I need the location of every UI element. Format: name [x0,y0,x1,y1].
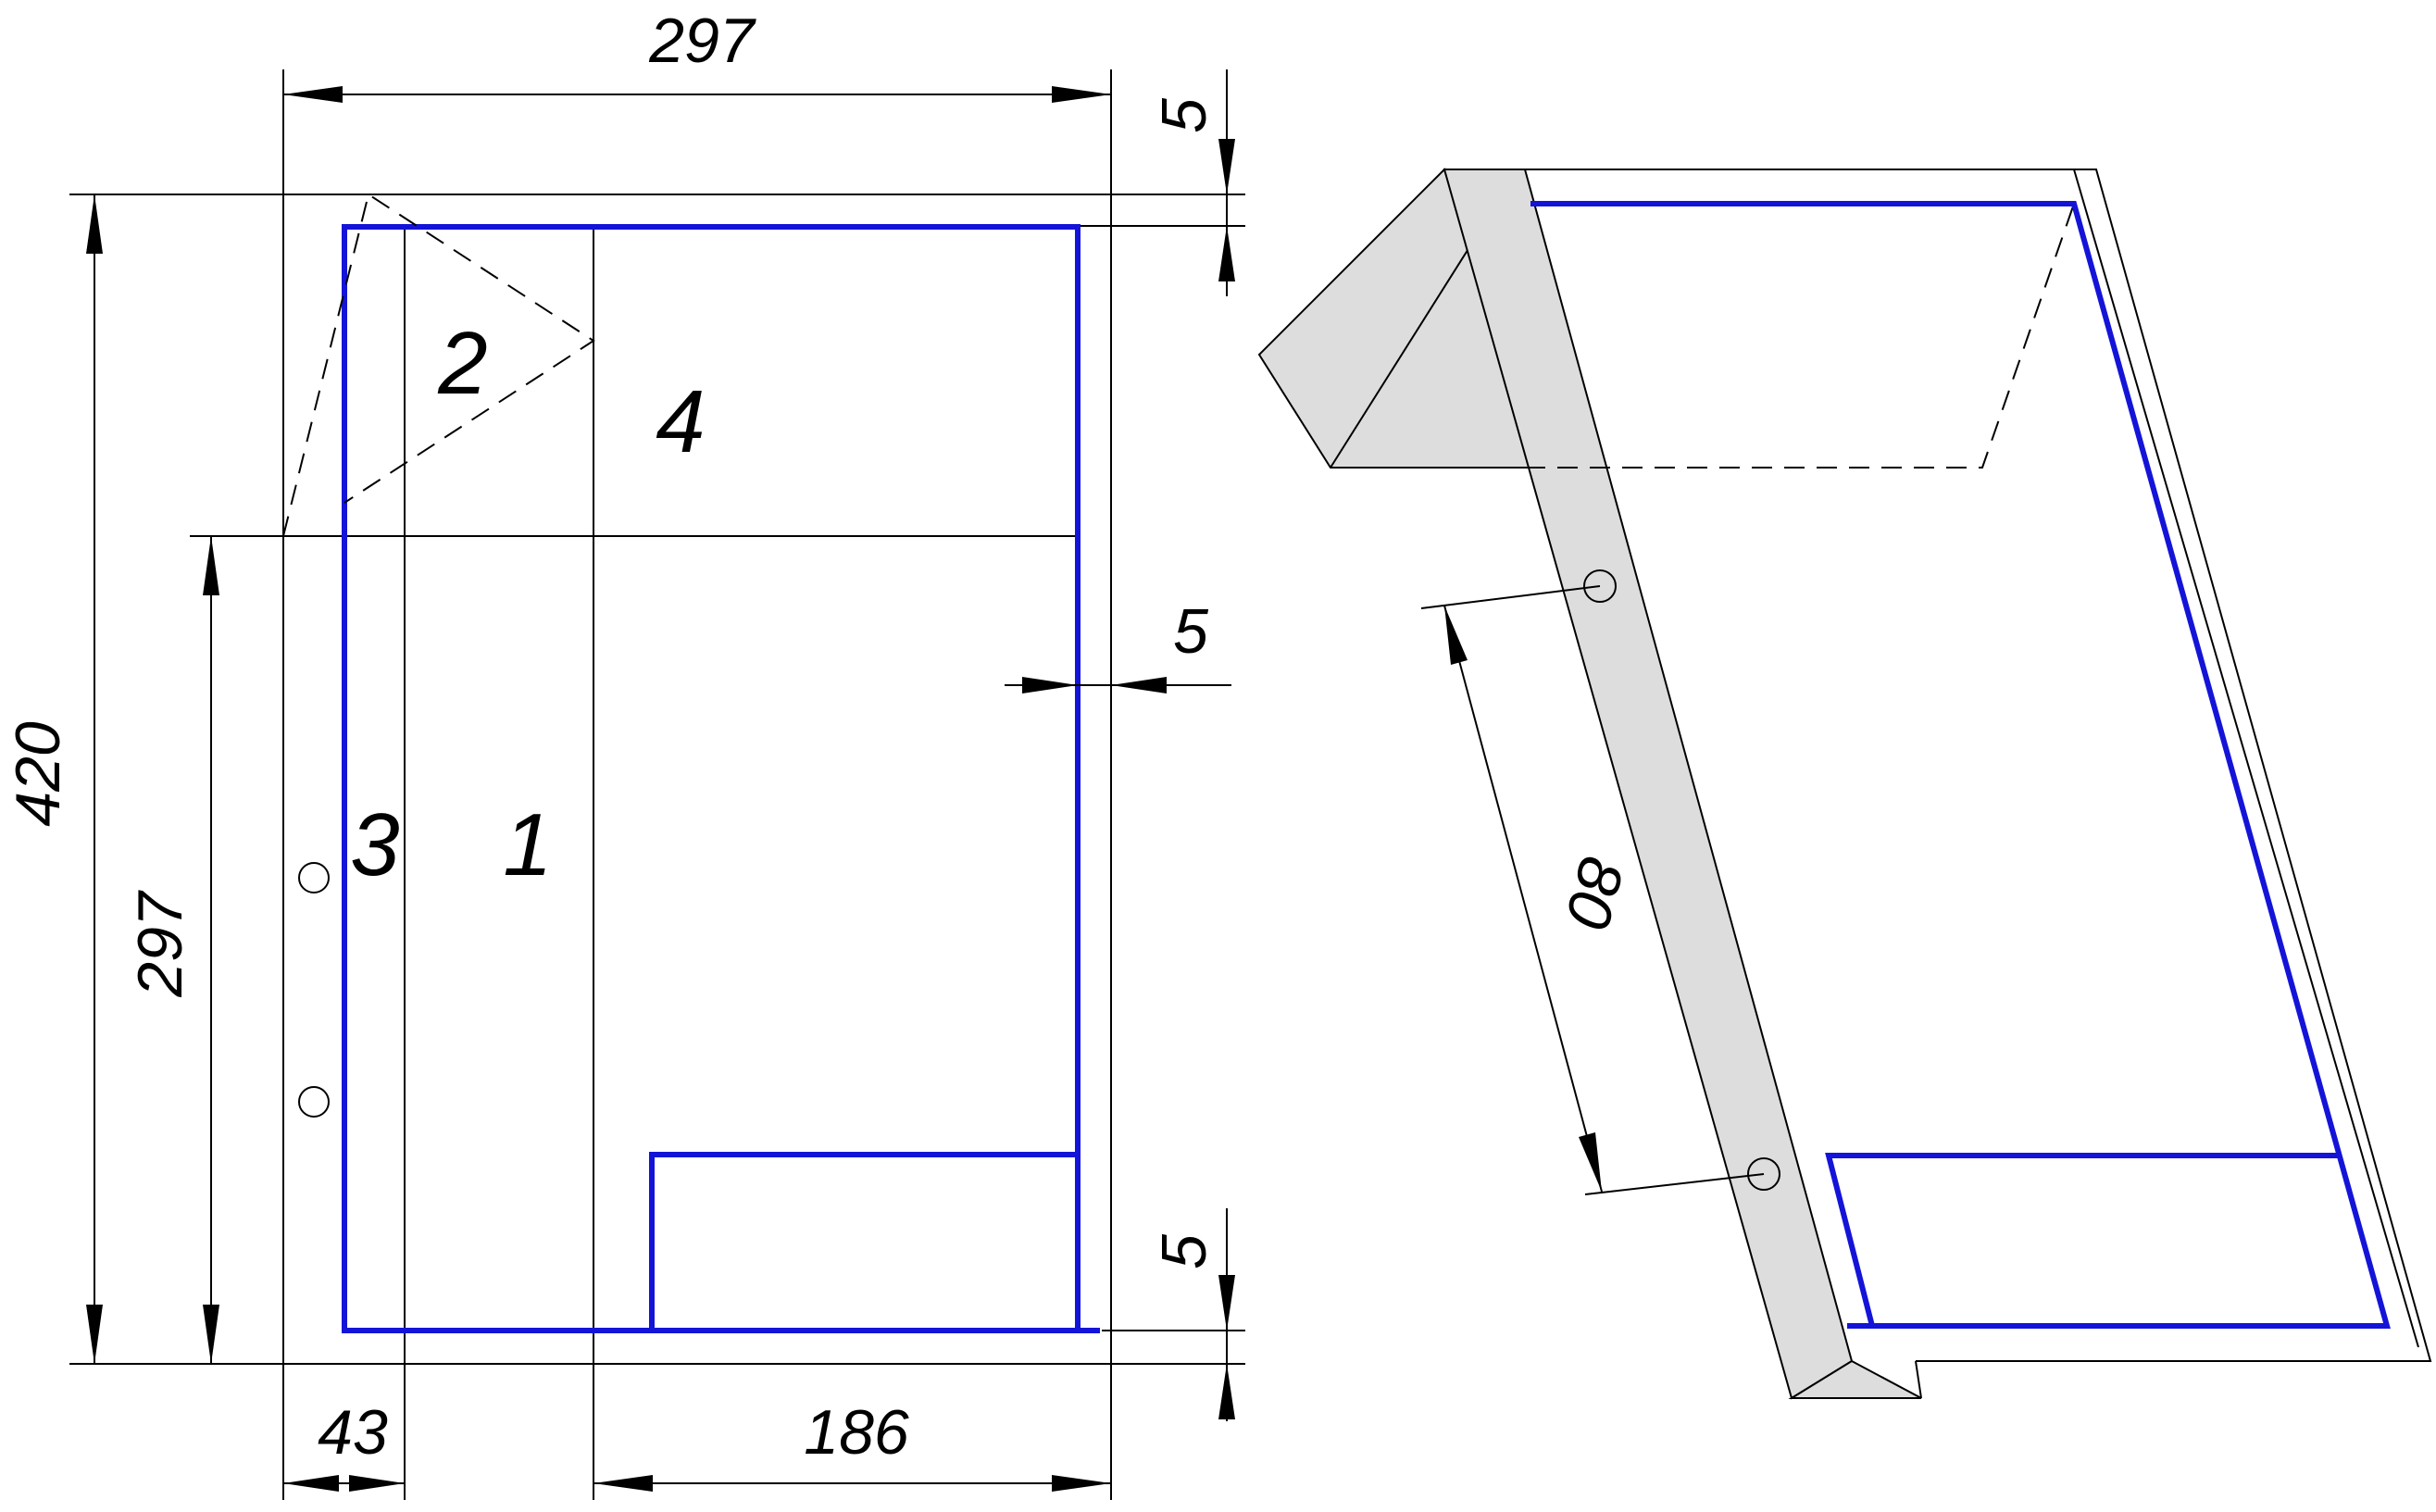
dim-fold-width-label: 43 [318,1397,388,1468]
fold-dashed-lines [282,193,595,537]
folded-binding-hole-upper [1583,569,1617,603]
dim-margin-right-label: 5 [1173,596,1208,667]
zone-label-3: 3 [350,795,399,894]
folded-sheet-view: 80 [1257,168,2432,1400]
dim-margin-right: 5 [1005,596,1231,694]
dim-sheet-height: 420 [3,194,103,1364]
flat-sheet-view: 297 420 297 5 5 [3,6,1245,1500]
zone-label-2: 2 [437,314,487,413]
zone-label-1: 1 [503,795,552,894]
drawing-frame [342,224,1100,1333]
zone-label-4: 4 [656,372,705,471]
dim-margin-top: 5 [1149,69,1235,296]
dim-fold-width: 43 [283,1397,405,1492]
sheet-construction-lines [69,69,1245,1500]
dim-sheet-width-label: 297 [648,6,756,76]
dim-hole-spacing: 80 [1420,585,1765,1195]
dim-margin-bottom-label: 5 [1149,1234,1219,1269]
dim-format-height: 297 [125,536,219,1364]
binding-hole-lower [298,1086,330,1118]
dim-sheet-width: 297 [283,6,1111,103]
folded-binding-hole-lower [1747,1157,1780,1191]
binding-hole-upper [298,862,330,893]
binding-strip [1443,169,1854,1400]
dim-title-zone-width: 186 [593,1397,1111,1492]
dim-margin-top-label: 5 [1149,98,1219,133]
dim-margin-bottom: 5 [1149,1208,1235,1421]
dim-format-height-label: 297 [125,890,195,998]
dim-title-zone-width-label: 186 [804,1397,909,1468]
dim-hole-spacing-label: 80 [1552,850,1638,936]
folded-sheet-outline [1444,169,2432,1362]
dim-sheet-height-label: 420 [3,721,73,827]
folded-drawing-frame [1530,201,2391,1329]
